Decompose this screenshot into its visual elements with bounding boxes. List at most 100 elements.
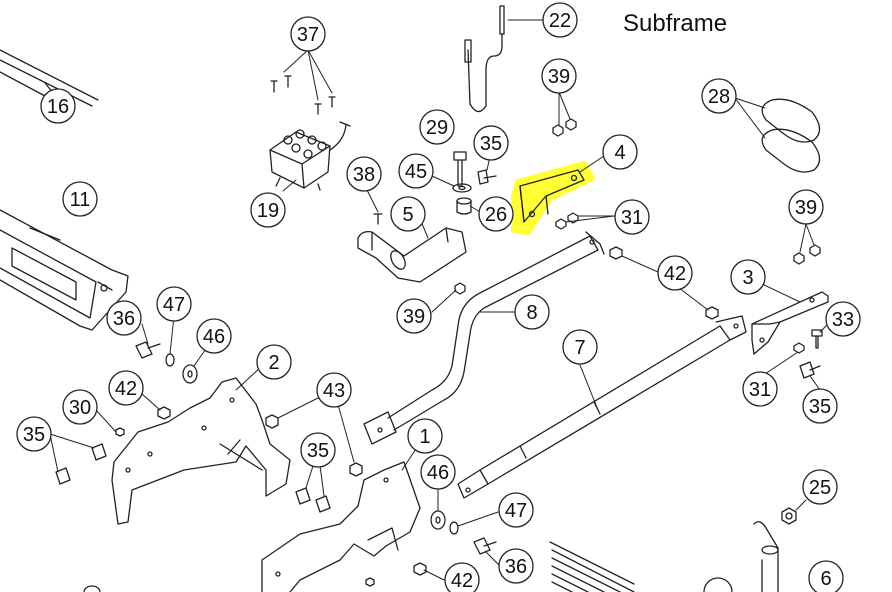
callout-circle (40, 88, 76, 124)
callout-c2: 2 (256, 344, 292, 380)
callout-c39a: 39 (541, 58, 577, 94)
callout-c33: 33 (825, 301, 861, 337)
callout-circle (808, 560, 844, 592)
callout-c29: 29 (419, 109, 455, 145)
callout-number: 5 (402, 204, 413, 226)
callout-circle (614, 199, 650, 235)
part-47-washer-a (165, 353, 175, 367)
callout-c39b: 39 (396, 298, 432, 334)
callout-c25: 25 (802, 469, 838, 505)
callout-number: 22 (549, 10, 571, 32)
part-46-washer-a (182, 364, 198, 384)
callout-number: 42 (664, 263, 686, 285)
callout-c26: 26 (478, 196, 514, 232)
callout-circle (825, 301, 861, 337)
callout-c47b: 47 (498, 492, 534, 528)
callout-c36a: 36 (106, 300, 142, 336)
callout-number: 3 (742, 267, 753, 289)
callout-number: 7 (574, 337, 585, 359)
part-26-spacer (456, 197, 472, 215)
callout-number: 28 (708, 86, 730, 108)
callout-c38: 38 (346, 156, 382, 192)
part-28-covers (761, 98, 821, 173)
callout-c6: 6 (808, 560, 844, 592)
callout-c1: 1 (407, 418, 443, 454)
callout-circle (196, 318, 232, 354)
part-7-tube (457, 315, 747, 499)
callout-c31a: 31 (614, 199, 650, 235)
diagram-title: Subframe (623, 10, 728, 37)
callout-circle (108, 370, 144, 406)
callout-circle (346, 156, 382, 192)
callout-circle (514, 294, 550, 330)
part-2-plate (111, 377, 291, 525)
callout-c36b: 36 (498, 548, 534, 584)
part-6-post (753, 521, 779, 592)
callout-circle (16, 416, 52, 452)
callout-circle (396, 298, 432, 334)
callout-number: 43 (323, 380, 345, 402)
part-11-frame (0, 209, 129, 331)
callout-c16: 16 (40, 88, 76, 124)
callout-number: 35 (809, 396, 831, 418)
part-46-washer-b (430, 510, 446, 530)
callout-number: 19 (257, 200, 279, 222)
callout-c42c: 42 (444, 562, 480, 592)
callout-c4: 4 (602, 134, 638, 170)
callout-c35d: 35 (300, 432, 336, 468)
callout-circle (290, 16, 326, 52)
callout-c35a: 35 (473, 125, 509, 161)
callout-number: 11 (70, 189, 91, 211)
callout-circle (730, 259, 766, 295)
callout-circle (62, 181, 98, 217)
callout-circle (498, 548, 534, 584)
callout-number: 29 (426, 117, 448, 139)
callout-circle (788, 189, 824, 225)
callout-c35b: 35 (802, 388, 838, 424)
part-39-nut-mid (454, 282, 466, 295)
callout-number: 16 (47, 96, 69, 118)
callout-c46a: 46 (196, 318, 232, 354)
callout-number: 36 (505, 556, 527, 578)
callout-number: 33 (832, 309, 854, 331)
part-38-screw (373, 213, 383, 225)
callout-circle (419, 109, 455, 145)
callout-circle (390, 196, 426, 232)
callout-number: 8 (526, 302, 537, 324)
callout-circle (250, 192, 286, 228)
callout-number: 26 (485, 204, 507, 226)
callout-c30: 30 (62, 389, 98, 425)
part-partial-edge (83, 585, 101, 592)
callout-number: 42 (115, 378, 137, 400)
callout-c37: 37 (290, 16, 326, 52)
callout-number: 6 (820, 568, 831, 590)
callout-circle (444, 562, 480, 592)
callout-number: 31 (621, 207, 643, 229)
part-33-screw (811, 329, 823, 349)
part-36-bolt-a (135, 341, 161, 359)
part-4-bracket-highlight (511, 161, 595, 235)
callout-c43: 43 (316, 372, 352, 408)
callout-c28: 28 (701, 78, 737, 114)
callout-number: 39 (795, 197, 817, 219)
callout-c42b: 42 (108, 370, 144, 406)
part-45-washer (452, 183, 472, 193)
callout-number: 35 (307, 440, 329, 462)
part-29-bolt (453, 151, 467, 187)
callout-c8: 8 (514, 294, 550, 330)
part-3-bracket (751, 291, 829, 355)
callout-circle (62, 389, 98, 425)
callout-number: 39 (548, 66, 570, 88)
part-rods-bottom (549, 541, 635, 592)
callout-circle (256, 344, 292, 380)
callout-c39c: 39 (788, 189, 824, 225)
callout-number: 42 (451, 570, 473, 592)
callout-number: 37 (297, 24, 319, 46)
callout-number: 39 (403, 306, 425, 328)
callout-circle (701, 78, 737, 114)
part-35-screws-c (55, 443, 107, 485)
part-39-nuts-right (793, 244, 821, 265)
callout-circle (562, 329, 598, 365)
